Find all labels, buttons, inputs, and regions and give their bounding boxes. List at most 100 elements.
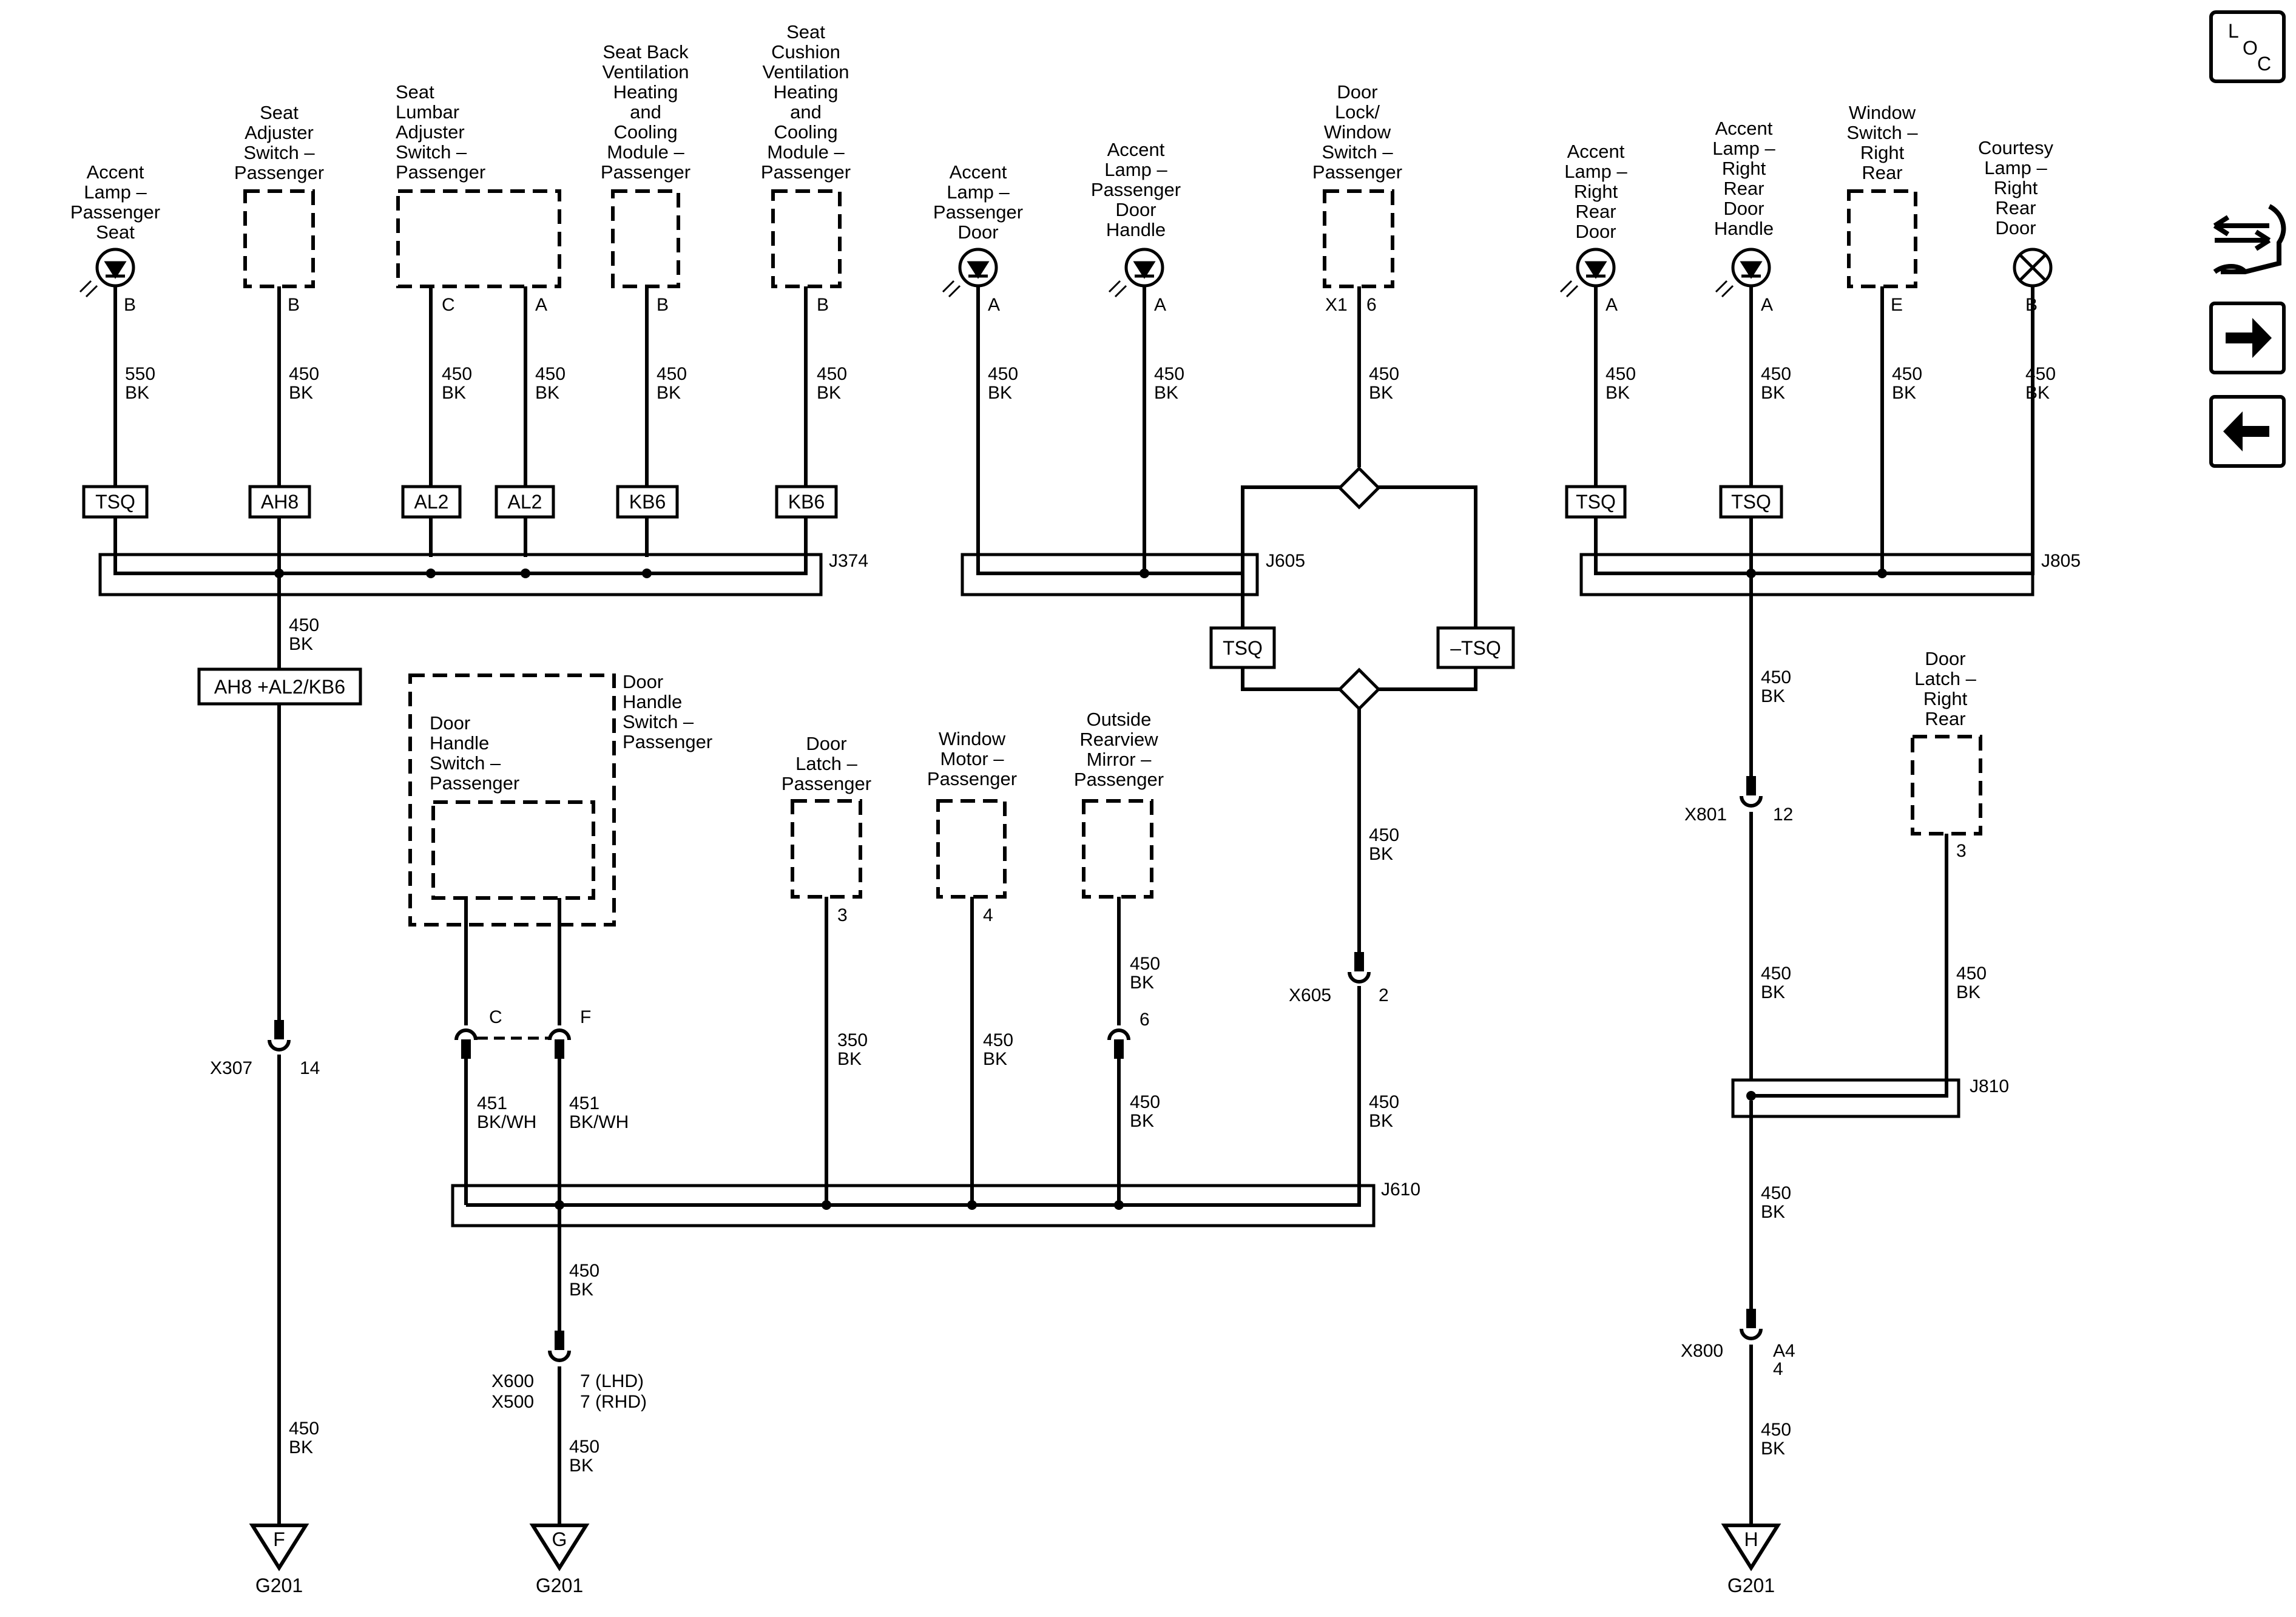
option-box: [1209, 626, 1276, 669]
text-line: Right: [1923, 688, 1968, 709]
text-line: 450: [289, 364, 319, 384]
svg-text:C: C: [2257, 53, 2271, 75]
text-line: Lamp –: [1984, 157, 2047, 178]
text-line: Seat: [396, 81, 434, 103]
seat-back-module-box: [611, 189, 680, 288]
text-line: Door: [1995, 217, 2036, 238]
led-icon: [1715, 248, 1771, 298]
text-line: Rear: [1723, 178, 1764, 199]
pin-label: C: [489, 1007, 502, 1027]
option-label: KB6: [629, 491, 666, 513]
pin-label: B: [124, 295, 136, 315]
splice-node: [1140, 569, 1149, 578]
text-line: Door: [1723, 198, 1764, 219]
door-handle-switch-inner-box: [431, 800, 595, 900]
text-line: Handle: [1714, 218, 1774, 239]
connector-label: X307: [210, 1058, 252, 1078]
text-line: Right: [1574, 181, 1618, 202]
text-line: BK: [1761, 686, 1785, 706]
prev-page-button[interactable]: [2209, 395, 2286, 468]
text-line: Passenger: [430, 772, 519, 794]
text-line: Switch –: [1322, 141, 1393, 163]
text-line: 450: [1761, 667, 1791, 687]
text-line: BK: [983, 1049, 1007, 1069]
text-line: Lamp –: [84, 181, 147, 203]
text-line: BK: [988, 383, 1012, 403]
pin-label: A: [1154, 295, 1166, 315]
text-line: Latch –: [795, 753, 857, 774]
text-line: Courtesy: [1978, 137, 2054, 158]
splice-j810: [1731, 1078, 1960, 1118]
option-box: [401, 485, 462, 519]
text-line: Switch –: [430, 752, 501, 774]
text-line: Module –: [607, 141, 684, 163]
text-line: Cooling: [774, 121, 837, 143]
inline-connector-mirror: [1107, 1028, 1130, 1059]
text-line: 451: [569, 1093, 599, 1113]
text-line: 450: [535, 364, 566, 384]
seat-cushion-module-box: [771, 189, 842, 288]
option-label: TSQ: [95, 491, 135, 513]
text-line: Lamp –: [1104, 159, 1167, 180]
pin-label: 3: [1956, 841, 1967, 861]
text-line: BK: [817, 383, 841, 403]
text-line: 450: [1956, 964, 1987, 984]
option-label: AL2: [414, 491, 449, 513]
connector-wrench-icon[interactable]: [2213, 204, 2286, 274]
splice-j374: [98, 553, 823, 596]
text-line: Passenger: [601, 161, 690, 183]
splice-label: J374: [829, 551, 868, 571]
window-motor-passenger-box: [936, 799, 1007, 899]
text-line: Seat: [260, 102, 299, 123]
text-line: Handle: [1106, 219, 1166, 240]
text-line: BK: [1761, 383, 1785, 403]
ground-name: G201: [255, 1575, 303, 1596]
text-line: Seat Back: [603, 41, 689, 62]
option-label: AL2: [508, 491, 542, 513]
pin-label: 6: [1140, 1010, 1150, 1030]
next-page-button[interactable]: [2209, 302, 2286, 374]
text-line: Rear: [1862, 162, 1902, 183]
window-switch-rr-box: [1847, 189, 1917, 288]
text-line: and: [630, 101, 661, 123]
splice-node: [1746, 1091, 1756, 1101]
loc-button[interactable]: L O C: [2209, 10, 2286, 83]
pin-label: A: [1606, 295, 1618, 315]
text-line: Seat: [786, 21, 825, 42]
text-line: Switch –: [396, 141, 467, 163]
text-line: Passenger: [933, 201, 1023, 223]
text-line: 450: [657, 364, 687, 384]
ground-symbol-h: [1721, 1524, 1781, 1571]
text-line: Adjuster: [396, 121, 465, 143]
text-line: Latch –: [1914, 668, 1976, 689]
pin-label: 3: [837, 905, 848, 925]
text-line: BK: [1761, 982, 1785, 1002]
text-line: Passenger: [1091, 179, 1181, 200]
pin-label: A: [535, 295, 547, 315]
pin-label: B: [817, 295, 829, 315]
text-line: BK: [1369, 383, 1393, 403]
text-line: BK: [1892, 383, 1916, 403]
connector-label: X800: [1681, 1341, 1723, 1361]
connector-label: 7 (RHD): [580, 1392, 647, 1412]
ground-name: G201: [536, 1575, 583, 1596]
text-line: BK: [569, 1280, 593, 1300]
option-box: [248, 485, 311, 519]
text-line: BK: [2025, 383, 2050, 403]
inline-connector-c: [454, 1028, 478, 1059]
